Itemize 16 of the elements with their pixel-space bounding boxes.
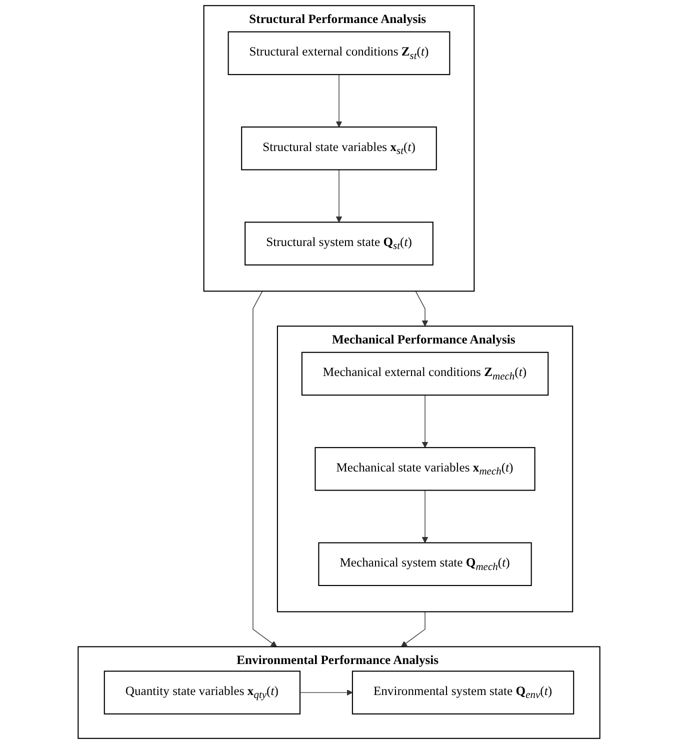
- node-box: Mechanical state variables x$_{mech}$(t): [314, 447, 536, 491]
- arrow: [422, 490, 428, 544]
- arrow: [422, 394, 428, 448]
- node-box: Structural external conditions Z$_{st}$(t): [228, 31, 450, 76]
- node-box: Structural system state Q$_{st}$(t): [244, 222, 434, 266]
- arrow: [336, 169, 342, 222]
- node-box: Quantity state variables x$_{qty}$(t): [104, 670, 301, 714]
- arrow: [252, 290, 277, 647]
- node-box: Mechanical system state Q$_{mech}$(t): [318, 542, 532, 586]
- arrow: [401, 611, 426, 647]
- node-box: Structural state variables x$_{st}$(t): [241, 126, 437, 170]
- node-box: Mechanical external conditions Z$_{mech}$(t): [301, 352, 549, 396]
- arrow: [415, 290, 428, 326]
- arrow: [336, 74, 342, 128]
- arrow: [300, 689, 353, 696]
- node-box: Environmental system state Q$_{env}$(t): [352, 670, 574, 714]
